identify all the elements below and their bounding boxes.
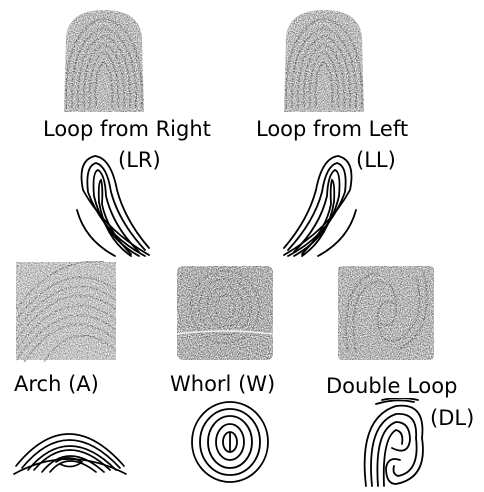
fingerprint-loop-icon [62,8,146,114]
whorl-sketch-icon [188,398,272,486]
double-loop-code: (DL) [430,408,474,429]
whorl-label: Whorl (W) [170,374,275,395]
fingerprint-loop-icon [282,8,366,114]
loop-right-sketch [75,150,155,260]
arch-sketch [12,404,128,476]
fingerprint-arch-image [14,260,118,362]
loop-left-label: Loop from Left [256,119,408,140]
fingerprint-loop-right-image [62,8,146,114]
fingerprint-double-loop-icon [336,262,436,362]
fingerprint-whorl-image [175,262,275,362]
loop-right-label: Loop from Right [43,119,211,140]
double-loop-sketch-icon [356,398,432,488]
fingerprint-whorl-icon [175,262,275,362]
double-loop-label: Double Loop [326,376,457,397]
fingerprint-loop-left-image [282,8,366,114]
fingerprint-double-loop-image [336,262,436,362]
loop-right-sketch-icon [75,150,155,260]
loop-left-sketch-icon [278,150,358,260]
fingerprint-arch-icon [14,260,118,362]
double-loop-sketch [356,398,432,488]
loop-left-code: (LL) [356,150,396,171]
arch-label: Arch (A) [14,374,99,395]
whorl-sketch [188,398,272,486]
loop-left-sketch [278,150,358,260]
arch-sketch-icon [12,404,128,476]
